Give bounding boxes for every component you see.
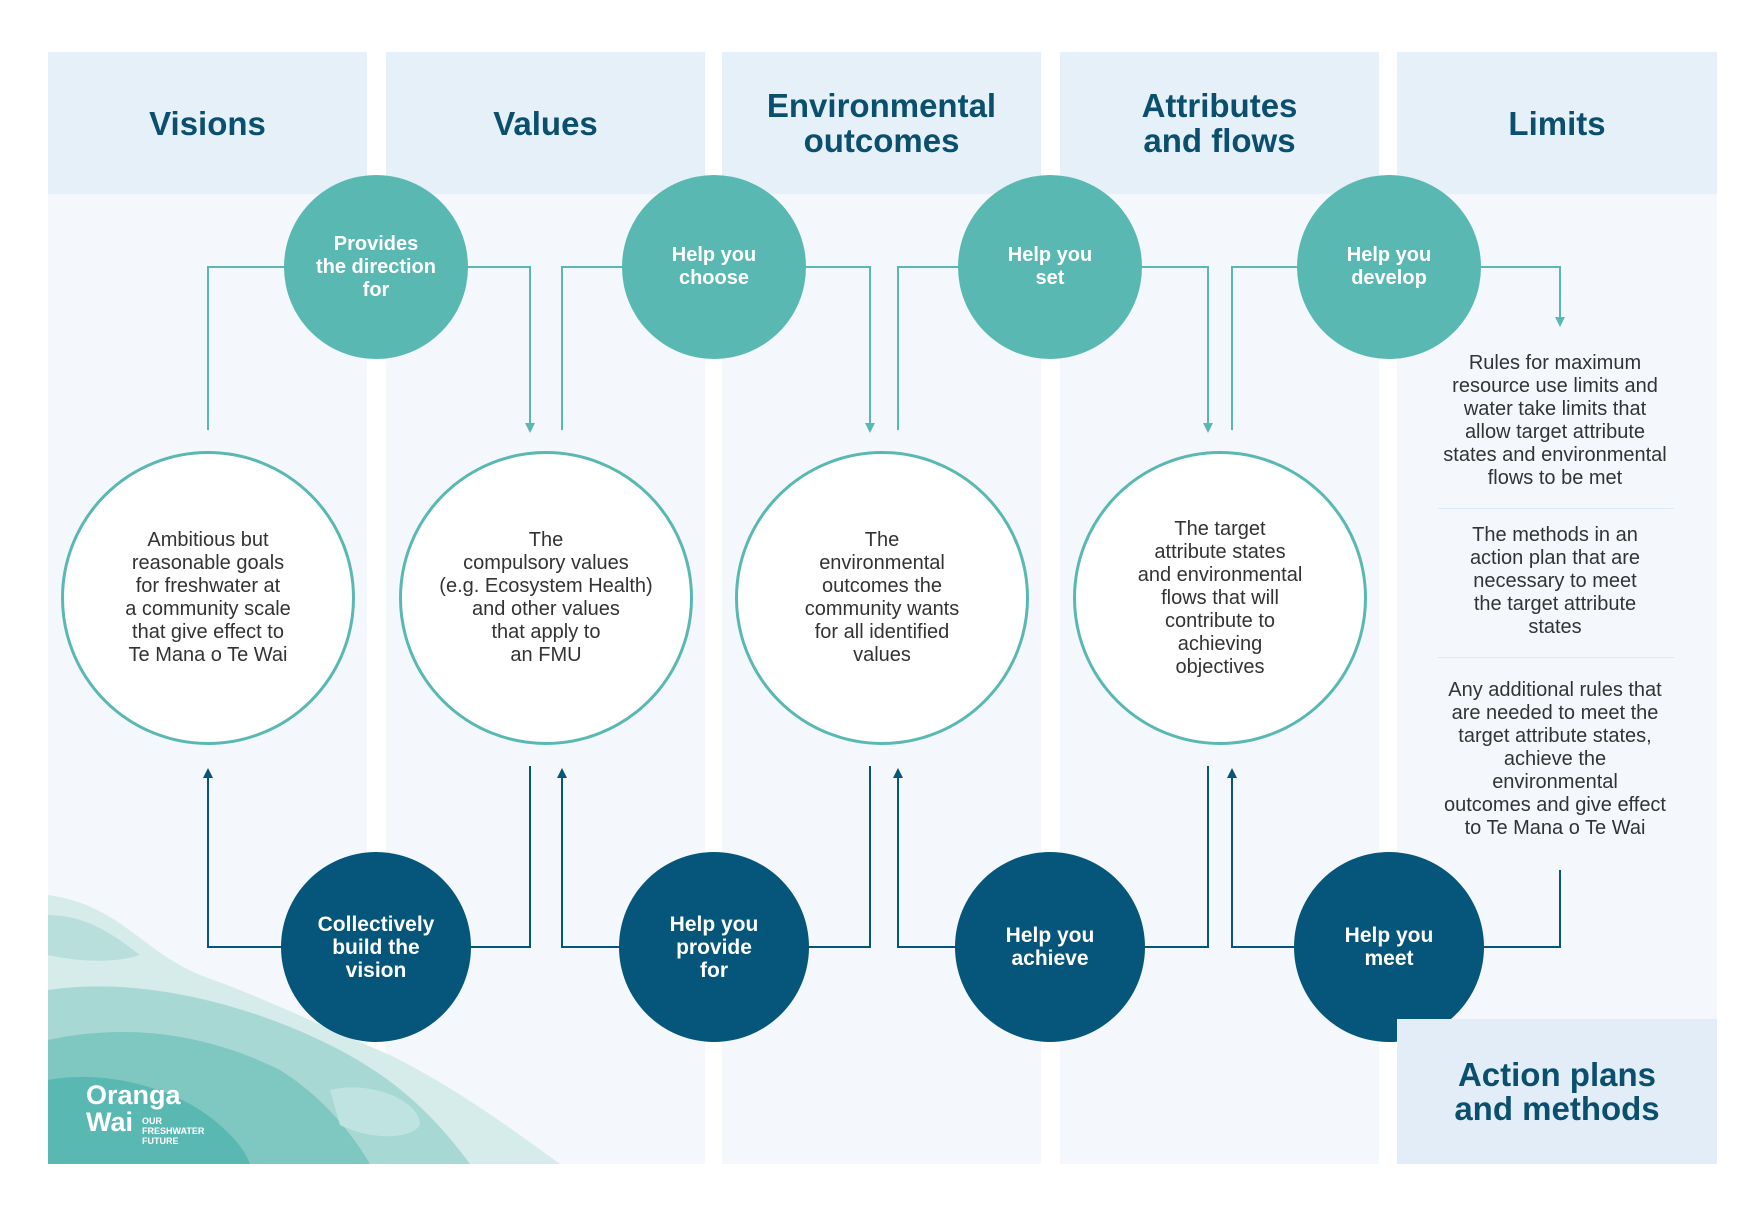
limits-item-methods: The methods in an action plan that are n…	[1469, 524, 1641, 638]
column-header-values: Values	[386, 52, 705, 194]
logo-line-2: Wai	[86, 1107, 133, 1137]
connector-help-choose: Help you choose	[622, 175, 806, 359]
connector-provides-direction: Provides the direction for	[284, 175, 468, 359]
column-title: Environmental outcomes	[766, 87, 997, 159]
logo-line-1: Oranga	[86, 1080, 181, 1110]
environmental-outcomes-circle: The environmental outcomes the community…	[735, 451, 1029, 745]
column-title: Limits	[1508, 104, 1606, 142]
wave-decoration	[48, 895, 560, 1164]
limits-divider	[1438, 657, 1674, 658]
action-plans-box: Action plans and methods	[1397, 1019, 1717, 1164]
values-circle: The compulsory values (e.g. Ecosystem He…	[399, 451, 693, 745]
visions-circle: Ambitious but reasonable goals for fresh…	[61, 451, 355, 745]
column-title: Visions	[149, 104, 266, 142]
connector-help-develop: Help you develop	[1297, 175, 1481, 359]
limits-divider	[1438, 508, 1674, 509]
connector-help-meet: Help you meet	[1294, 852, 1484, 1042]
logo-tagline: OUR FRESHWATER FUTURE	[142, 1116, 205, 1146]
connector-help-set: Help you set	[958, 175, 1142, 359]
action-plans-title: Action plans and methods	[1454, 1055, 1660, 1127]
oranga-wai-logo: Oranga Wai OUR FRESHWATER FUTURE	[86, 1080, 204, 1147]
column-header-environmental-outcomes: Environmental outcomes	[722, 52, 1041, 194]
limits-item-additional-rules: Any additional rules that are needed to …	[1444, 679, 1666, 839]
column-header-visions: Visions	[48, 52, 367, 194]
column-title: Values	[493, 104, 598, 142]
connector-collectively-build: Collectively build the vision	[281, 852, 471, 1042]
limits-item-rules: Rules for maximum resource use limits an…	[1443, 352, 1667, 489]
attributes-and-flows-circle: The target attribute states and environm…	[1073, 451, 1367, 745]
column-title: Attributes and flows	[1141, 87, 1298, 159]
connector-help-provide-for: Help you provide for	[619, 852, 809, 1042]
column-header-limits: Limits	[1397, 52, 1717, 194]
connector-help-achieve: Help you achieve	[955, 852, 1145, 1042]
column-header-attributes-and-flows: Attributes and flows	[1060, 52, 1379, 194]
